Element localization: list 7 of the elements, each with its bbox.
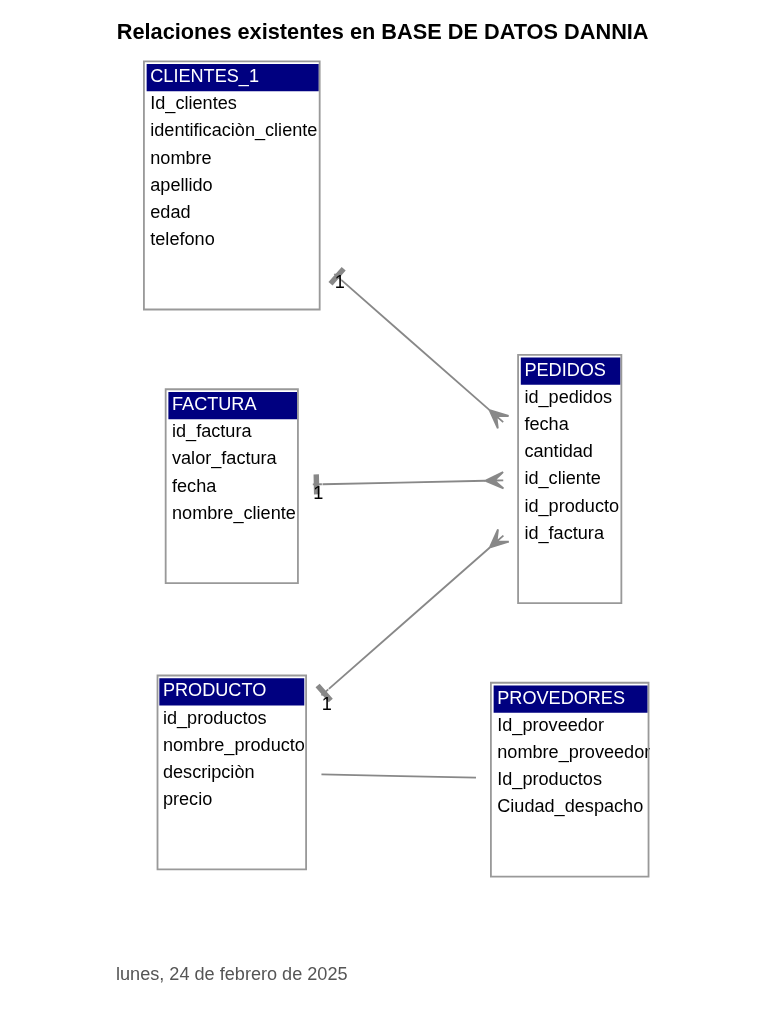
connector bbox=[320, 773, 477, 779]
connector bbox=[315, 528, 510, 703]
label: 1 bbox=[321, 693, 332, 714]
diagram-title: Relaciones existentes en BASE DE DATOS DANNIA bbox=[116, 18, 649, 44]
label: lunes, 24 de febrero de 2025 bbox=[116, 963, 348, 984]
label: 1 bbox=[313, 482, 324, 503]
label: 1 bbox=[334, 272, 345, 293]
